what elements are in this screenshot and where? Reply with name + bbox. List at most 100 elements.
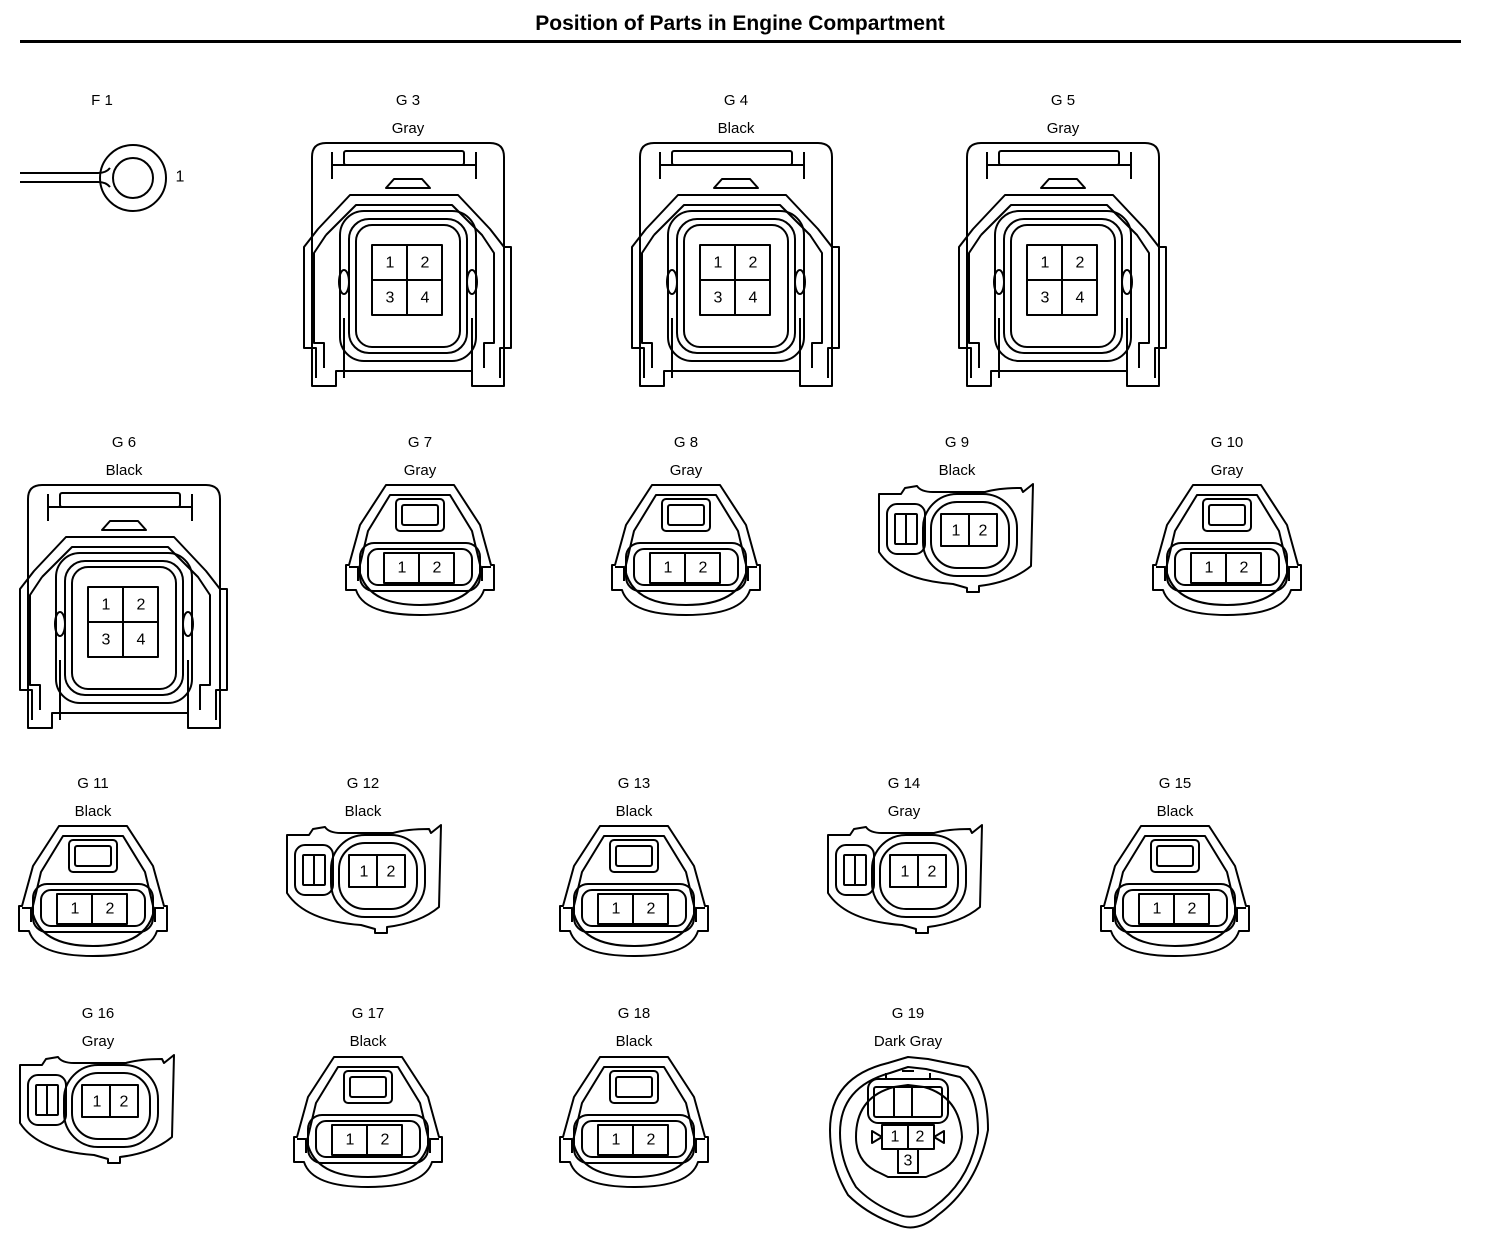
- connector-outline: [993, 269, 1005, 295]
- connector-outline: [625, 542, 747, 592]
- connector-outline: [385, 178, 431, 189]
- pin-label: 3: [714, 290, 723, 307]
- connector-outline: [19, 536, 228, 720]
- connector-outline: [878, 483, 1034, 593]
- pin-label: 1: [1205, 560, 1214, 577]
- connector-outline: [966, 142, 1160, 387]
- connector-outline: [1166, 542, 1288, 592]
- pin-label: 2: [647, 1132, 656, 1149]
- pin-label: 1: [93, 1094, 102, 1111]
- pin-label: 1: [386, 255, 395, 272]
- connector-outline: [1114, 883, 1236, 933]
- connector-outline: [343, 1070, 393, 1104]
- connector-outline: [641, 204, 823, 368]
- connector-color: Black: [349, 1033, 387, 1050]
- connector-outline: [573, 1114, 695, 1164]
- connector-outline: [1104, 907, 1246, 922]
- connector-id: F 1: [91, 92, 113, 109]
- connector-color: Gray: [1046, 120, 1080, 137]
- pin-label: 3: [102, 632, 111, 649]
- connector-outline: [683, 224, 789, 348]
- pin-label: 1: [71, 901, 80, 918]
- connector-color: Gray: [391, 120, 425, 137]
- connector-outline: [871, 1130, 945, 1144]
- connector-id: G 9: [944, 434, 970, 451]
- connector-color: Black: [717, 120, 755, 137]
- connector-outline: [349, 566, 491, 581]
- connector-outline: [1208, 504, 1246, 526]
- connector-outline: [286, 824, 442, 934]
- pin-label: 2: [916, 1129, 925, 1146]
- connector-id: G 7: [407, 434, 433, 451]
- connector-id: G 17: [351, 1005, 385, 1022]
- connector-outline: [873, 1086, 943, 1118]
- connector-outline: [71, 1072, 151, 1140]
- connector-outline: [313, 204, 495, 368]
- pin-label: 2: [433, 560, 442, 577]
- connector-outline: [1100, 825, 1250, 957]
- connector-outline: [307, 1114, 429, 1164]
- connector-outline: [18, 825, 168, 957]
- connector-id: G 15: [1158, 775, 1192, 792]
- connector-outline: [345, 484, 495, 616]
- connector-outline: [671, 150, 793, 166]
- pin-label: 1: [952, 523, 961, 540]
- connector-outline: [27, 1074, 67, 1126]
- connector-id: G 18: [617, 1005, 651, 1022]
- connector-outline: [20, 181, 111, 188]
- connector-color: Black: [74, 803, 112, 820]
- connector-outline: [922, 493, 1018, 577]
- connector-outline: [1121, 269, 1133, 295]
- pin-label: 2: [647, 901, 656, 918]
- connector-outline: [930, 501, 1010, 569]
- connector-id: G 14: [887, 775, 921, 792]
- connector-outline: [1152, 484, 1302, 616]
- connector-outline: [63, 1064, 159, 1148]
- connector-color: Black: [938, 462, 976, 479]
- connector-outline: [581, 889, 687, 927]
- connector-color: Black: [1156, 803, 1194, 820]
- connector-outline: [998, 318, 1128, 378]
- pin-label: 2: [1188, 901, 1197, 918]
- pin-label: 1: [891, 1129, 900, 1146]
- connector-outline: [315, 1120, 421, 1158]
- connector-outline: [27, 484, 221, 729]
- connector-outline: [573, 883, 695, 933]
- connector-outline: [112, 157, 154, 199]
- connector-outline: [331, 152, 477, 179]
- connector-outline: [338, 842, 418, 910]
- pin-label: 1: [1153, 901, 1162, 918]
- connector-color: Black: [615, 1033, 653, 1050]
- connector-outline: [633, 548, 739, 586]
- pin-label: 1: [398, 560, 407, 577]
- connector-id: G 6: [111, 434, 137, 451]
- pin-label: 1: [346, 1132, 355, 1149]
- connector-color: Black: [344, 803, 382, 820]
- connector-outline: [19, 1054, 175, 1164]
- title-underline: [20, 40, 1461, 43]
- connector-id: G 10: [1210, 434, 1244, 451]
- connector-outline: [897, 1148, 919, 1174]
- connector-outline: [1156, 566, 1298, 581]
- connector-color: Black: [105, 462, 143, 479]
- pin-label: 1: [901, 864, 910, 881]
- connector-id: G 16: [81, 1005, 115, 1022]
- connector-outline: [182, 611, 194, 637]
- pin-label: 1: [176, 169, 185, 186]
- connector-id: G 5: [1050, 92, 1076, 109]
- connector-outline: [343, 318, 473, 378]
- connector-outline: [713, 178, 759, 189]
- connector-outline: [359, 542, 481, 592]
- connector-color: Dark Gray: [873, 1033, 943, 1050]
- connector-outline: [293, 1056, 443, 1188]
- pin-label: 1: [714, 255, 723, 272]
- pin-label: 1: [612, 1132, 621, 1149]
- connector-outline: [294, 844, 334, 896]
